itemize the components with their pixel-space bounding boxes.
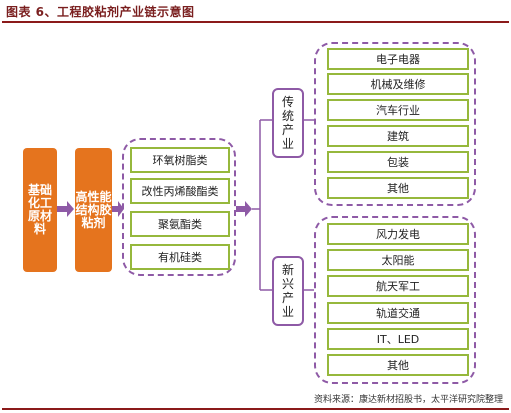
traditional-item: 机械及维修 bbox=[327, 73, 469, 95]
arrow-types-to-industries bbox=[236, 201, 252, 217]
traditional-item: 汽车行业 bbox=[327, 99, 469, 121]
figure-title: 图表 6、工程胶粘剂产业链示意图 bbox=[6, 5, 195, 19]
adhesive-types-group bbox=[122, 138, 236, 276]
emerging-item: 风力发电 bbox=[327, 223, 469, 245]
emerging-item: 其他 bbox=[327, 354, 469, 376]
adhesive-box: 高性能结构胶粘剂 bbox=[75, 148, 112, 272]
bottom-rule bbox=[2, 408, 509, 410]
emerging-group bbox=[314, 216, 476, 384]
raw-material-box: 基础化工原材料 bbox=[23, 148, 57, 272]
arrow-adhesive-to-types bbox=[112, 201, 124, 217]
traditional-industry-label: 传统产业 bbox=[272, 88, 304, 158]
top-rule bbox=[2, 21, 509, 23]
traditional-group bbox=[314, 42, 476, 206]
emerging-item: 太阳能 bbox=[327, 249, 469, 271]
emerging-industry-label: 新兴产业 bbox=[272, 256, 304, 326]
traditional-item: 包装 bbox=[327, 151, 469, 173]
traditional-item: 其他 bbox=[327, 177, 469, 199]
arrow-raw-to-adhesive bbox=[57, 201, 74, 217]
source-note: 资料来源：康达新材招股书，太平洋研究院整理 bbox=[313, 395, 503, 405]
emerging-item: 轨道交通 bbox=[327, 302, 469, 324]
adhesive-type-item: 有机硅类 bbox=[130, 244, 230, 270]
adhesive-type-item: 改性丙烯酸酯类 bbox=[130, 178, 230, 204]
traditional-item: 电子电器 bbox=[327, 48, 469, 70]
adhesive-type-item: 环氧树脂类 bbox=[130, 147, 230, 173]
traditional-item: 建筑 bbox=[327, 125, 469, 147]
adhesive-type-item: 聚氨酯类 bbox=[130, 211, 230, 237]
emerging-item: 航天军工 bbox=[327, 275, 469, 297]
bracket-connector bbox=[252, 119, 272, 291]
emerging-item: IT、LED bbox=[327, 328, 469, 350]
